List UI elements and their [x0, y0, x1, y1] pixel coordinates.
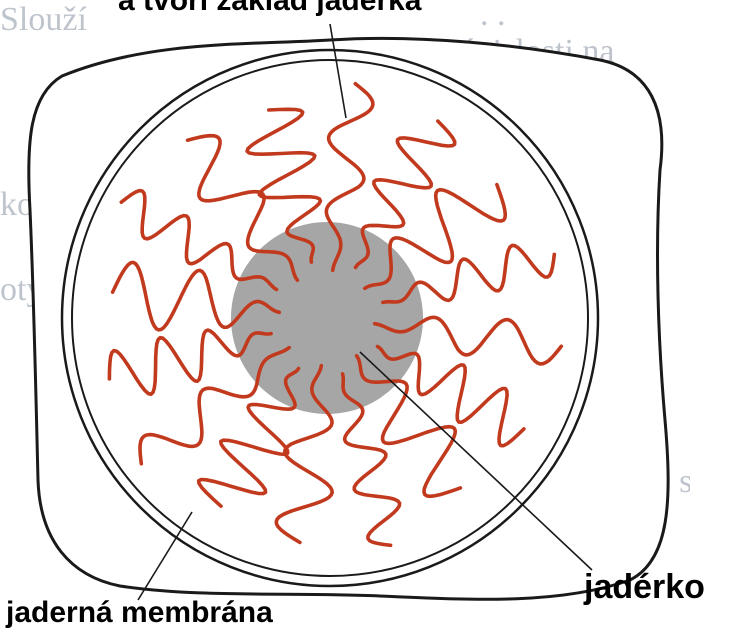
membrane-label: jaderná membrána: [6, 598, 273, 628]
top-label: a tvoří základ jadérka: [118, 0, 422, 16]
nucleolus-label: jadérko: [584, 570, 705, 604]
svg-text:. .: . .: [480, 0, 506, 33]
